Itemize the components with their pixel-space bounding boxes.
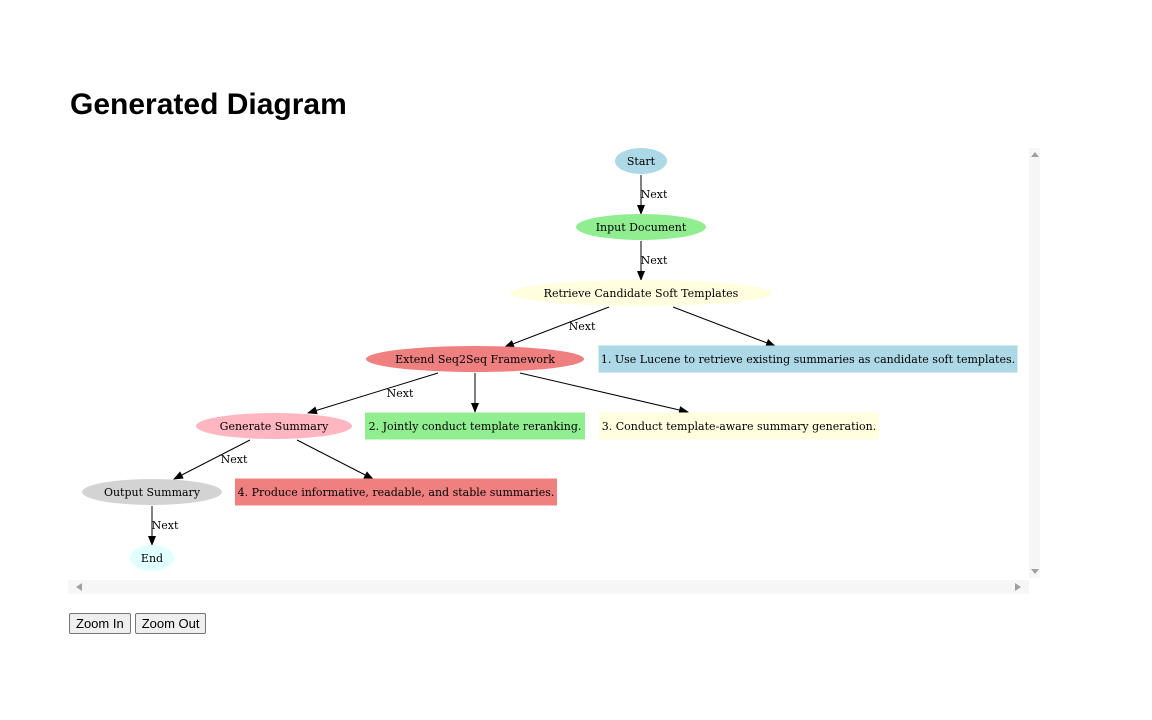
node-label: Output Summary [104,486,201,499]
node-label: Input Document [596,221,687,234]
node-start: Start [615,148,667,174]
node-shape [365,412,585,440]
edge-generate-to-output [173,439,251,480]
node-shape [235,478,557,506]
zoom-in-button[interactable]: Zoom In [69,613,131,634]
node-retrieve: Retrieve Candidate Soft Templates [510,280,772,306]
edge-retrieve-to-extend [504,306,610,348]
node-note4: 4. Produce informative, readable, and st… [235,478,557,506]
zoom-out-button[interactable]: Zoom Out [134,613,207,634]
edge-generate-to-note4 [296,439,374,480]
node-shape [510,280,772,306]
node-label: 1. Use Lucene to retrieve existing summa… [601,353,1015,366]
edge-retrieve-to-note1 [672,306,776,347]
node-shape [366,346,584,372]
node-label: Start [627,155,656,168]
node-note2: 2. Jointly conduct template reranking. [365,412,585,440]
node-shape [599,412,879,440]
node-shape [82,479,222,505]
scroll-down-icon[interactable] [1031,569,1039,574]
node-shape [130,545,174,571]
node-shape [598,345,1018,373]
node-input: Input Document [576,214,706,240]
node-label: End [141,552,163,565]
scroll-left-icon[interactable] [76,583,82,591]
node-shape [615,148,667,174]
scroll-right-icon[interactable] [1015,583,1021,591]
edge-label: Next [221,453,248,466]
node-note1: 1. Use Lucene to retrieve existing summa… [598,345,1018,373]
edge-extend-to-generate [307,372,439,415]
node-label: 2. Jointly conduct template reranking. [369,420,582,433]
edge-label: Next [152,519,179,532]
scroll-up-icon[interactable] [1031,152,1039,157]
zoom-controls: Zoom In Zoom Out [69,613,207,634]
edge-label: Next [641,188,668,201]
node-end: End [130,545,174,571]
edge-label: Next [569,320,596,333]
node-shape [576,214,706,240]
node-label: Generate Summary [220,420,329,433]
edge-extend-to-note3 [519,372,689,414]
node-output: Output Summary [82,479,222,505]
node-label: Retrieve Candidate Soft Templates [544,287,739,300]
node-label: Extend Seq2Seq Framework [395,353,555,366]
node-extend: Extend Seq2Seq Framework [366,346,584,372]
node-shape [196,413,352,439]
node-generate: Generate Summary [196,413,352,439]
horizontal-scrollbar[interactable] [68,580,1029,594]
edge-label: Next [387,387,414,400]
vertical-scrollbar[interactable] [1029,148,1040,578]
page-title: Generated Diagram [70,88,347,121]
node-label: 4. Produce informative, readable, and st… [238,486,555,499]
edge-label: Next [641,254,668,267]
node-label: 3. Conduct template-aware summary genera… [602,420,876,433]
node-note3: 3. Conduct template-aware summary genera… [599,412,879,440]
